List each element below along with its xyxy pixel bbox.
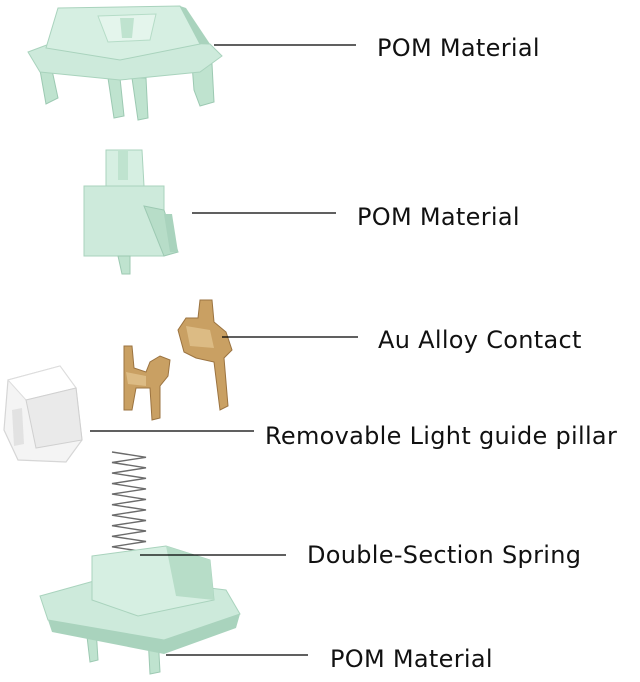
bottom-housing — [39, 545, 241, 675]
label-bottom-housing-material: POM Material — [330, 645, 493, 673]
light-guide-pillar — [3, 365, 83, 463]
label-contact-material: Au Alloy Contact — [378, 326, 582, 354]
label-top-housing-material: POM Material — [377, 34, 540, 62]
label-spring: Double-Section Spring — [307, 541, 582, 569]
leader-lines — [90, 44, 358, 656]
label-light-guide-pillar: Removable Light guide pillar — [265, 422, 618, 450]
label-stem-material: POM Material — [357, 203, 520, 231]
stem — [83, 149, 179, 275]
gold-contacts — [123, 299, 233, 421]
top-housing — [27, 5, 223, 121]
